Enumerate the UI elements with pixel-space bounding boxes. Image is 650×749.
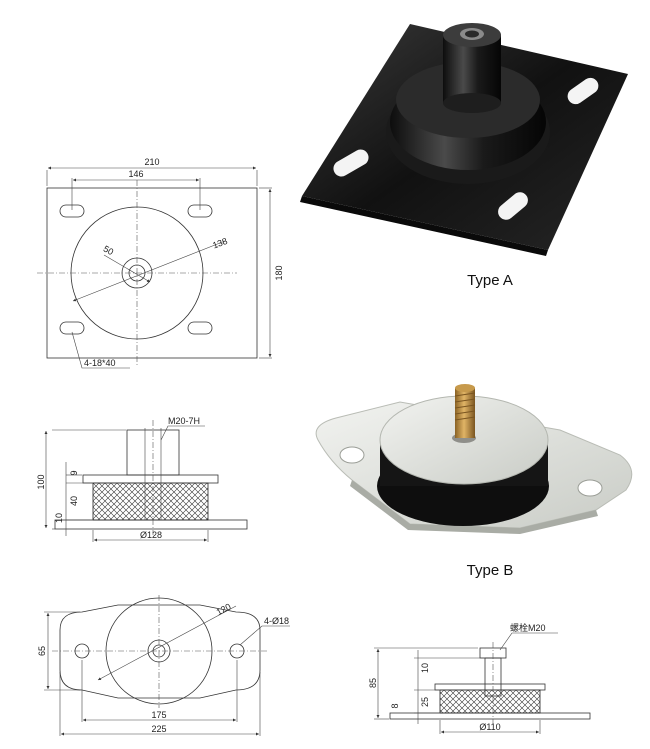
dim-top-plate-label: 9 — [69, 470, 79, 475]
type-a-plan-drawing: 210 146 180 138 50 4-18*40 — [37, 157, 284, 369]
dim-height-label: 65 — [37, 646, 47, 656]
type-b-plan-drawing: 120 4-Ø18 65 175 225 — [37, 595, 290, 736]
dim-line-flange-dia — [97, 605, 237, 681]
plate-edge — [300, 196, 548, 256]
dim-center-dia-label: 50 — [102, 244, 116, 258]
dim-slots-label: 4-18*40 — [84, 358, 116, 368]
base-plate-outline — [46, 187, 258, 359]
dim-holes-label: 4-Ø18 — [264, 616, 289, 626]
dim-line-flange-dia — [72, 240, 226, 302]
top-plate-section — [434, 683, 546, 691]
mount-hole-right — [577, 479, 603, 497]
dim-total-height-label: 85 — [368, 678, 378, 688]
dim-base-plate-label: 8 — [390, 703, 400, 708]
type-a-section-drawing: M20-7H 100 9 40 10 Ø128 — [36, 416, 248, 542]
type-b-product-photo — [315, 384, 633, 534]
dim-diameter-label: Ø128 — [140, 530, 162, 540]
rubber-section — [92, 482, 209, 521]
type-a-product-photo — [300, 23, 628, 256]
dim-flange-dia-label: 120 — [215, 601, 233, 617]
dim-hole-span-label: 175 — [151, 710, 166, 720]
dim-length-label: 225 — [151, 724, 166, 734]
leader-holes — [239, 625, 290, 646]
type-b-section-drawing: 螺栓M20 85 10 25 8 Ø110 — [368, 622, 591, 734]
dim-bolt-label: 螺栓M20 — [510, 622, 546, 633]
slot-hole-tr — [567, 77, 599, 105]
dim-rubber-label: 25 — [420, 697, 430, 707]
boss-bottom — [443, 93, 501, 113]
ground-plate-section — [389, 712, 591, 720]
bolt-threads — [454, 392, 476, 421]
top-plate-section — [82, 474, 219, 484]
dim-diameter-label: Ø110 — [479, 722, 500, 732]
dim-height-label: 180 — [274, 265, 284, 280]
type-b-caption: Type B — [466, 562, 514, 579]
bolt-tip — [455, 384, 475, 392]
leader-slots — [71, 331, 130, 369]
leader-thread — [160, 425, 205, 441]
dim-thread-label: M20-7H — [168, 416, 200, 426]
dim-hole-span-label: 146 — [128, 169, 143, 179]
base-plate-section — [54, 519, 248, 530]
type-a-caption: Type A — [467, 272, 513, 289]
slot-br — [187, 321, 213, 335]
dim-total-height-label: 100 — [36, 474, 46, 489]
dim-base-plate-label: 10 — [54, 513, 64, 523]
mount-hole-left — [339, 446, 365, 464]
slot-hole-br — [498, 192, 528, 220]
slot-hole-bl — [333, 149, 369, 177]
leader-bolt — [499, 632, 558, 651]
dim-width-label: 210 — [144, 157, 159, 167]
threaded-bore-inner — [465, 30, 479, 38]
dim-rubber-label: 40 — [69, 496, 79, 506]
dim-top-plate-label: 10 — [420, 663, 430, 673]
dim-flange-dia-label: 138 — [211, 236, 229, 251]
slot-bl — [59, 321, 85, 335]
dim-line-center-dia — [103, 254, 151, 283]
rubber-section — [439, 689, 541, 714]
